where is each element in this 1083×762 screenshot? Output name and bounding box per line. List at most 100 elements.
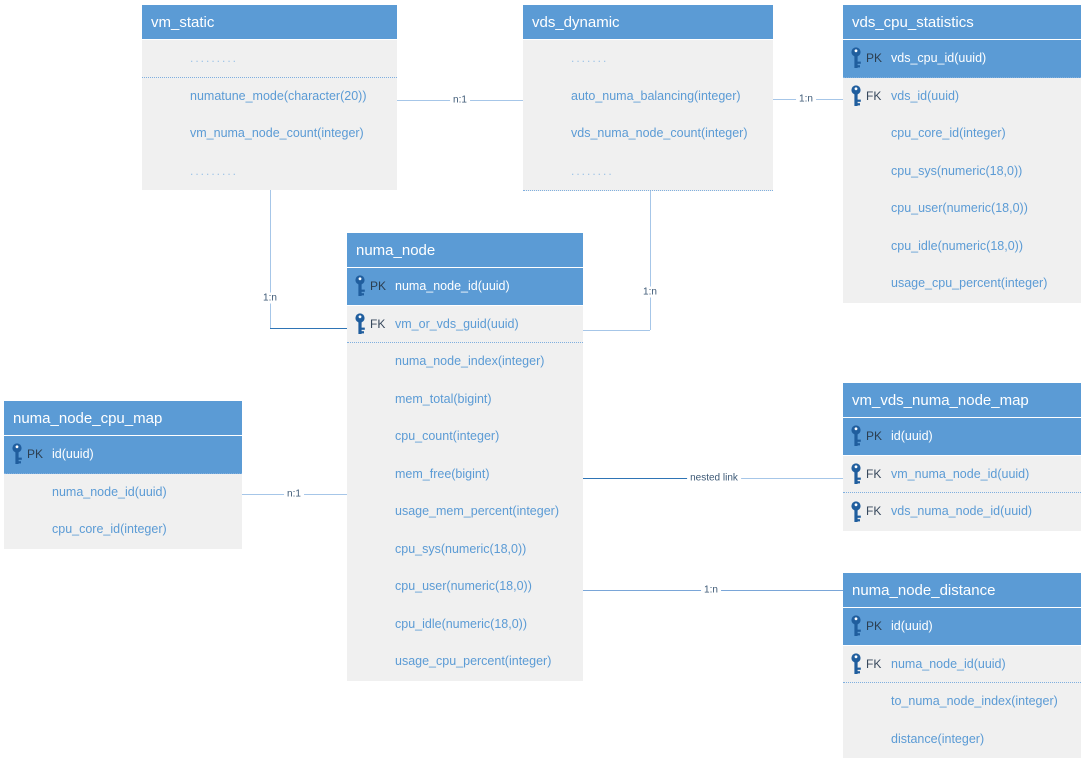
column-text: auto_numa_balancing(integer) <box>571 88 741 103</box>
fk-row: FK vds_numa_node_id(uuid) <box>843 493 1081 531</box>
field-row: cpu_sys(numeric(18,0)) <box>843 153 1081 191</box>
column-text: vds_cpu_id(uuid) <box>891 51 987 65</box>
field-row: distance(integer) <box>843 721 1081 759</box>
column-text: cpu_user(numeric(18,0)) <box>395 579 532 593</box>
relationship-line <box>650 191 651 330</box>
relationship-label: n:1 <box>450 94 470 106</box>
column-text: cpu_idle(numeric(18,0)) <box>891 238 1024 253</box>
table-body: PK id(uuid) FK numa_node_id(uuid) to_numa_no… <box>843 608 1081 758</box>
foreign-key-icon <box>850 501 863 523</box>
column-text: vm_or_vds_guid(uuid) <box>395 316 519 331</box>
pk-row: PK id(uuid) <box>4 436 242 474</box>
column-text: vds_numa_node_count(integer) <box>571 126 748 140</box>
table-header[interactable]: vds_cpu_statistics <box>843 5 1081 40</box>
table-body: ....... auto_numa_balancing(integer) vds_n… <box>523 40 773 191</box>
ellipsis-row: ......... <box>142 40 397 78</box>
field-row: to_numa_node_index(integer) <box>843 683 1081 721</box>
column-text: ......... <box>190 163 239 178</box>
table-vm_static[interactable]: vm_static......... numatune_mode(characte… <box>142 5 397 190</box>
table-body: PK vds_cpu_id(uuid) FK vds_id(uuid) cpu_core… <box>843 40 1081 303</box>
field-row: cpu_count(integer) <box>347 418 583 456</box>
foreign-key-icon <box>354 313 367 335</box>
column-text: cpu_sys(numeric(18,0)) <box>395 541 527 556</box>
key-type-label: FK <box>866 88 882 103</box>
table-header[interactable]: numa_node_cpu_map <box>4 401 242 436</box>
field-row: cpu_user(numeric(18,0)) <box>843 190 1081 228</box>
column-text: numa_node_id(uuid) <box>395 279 510 293</box>
relationship-label: 1:n <box>260 292 280 304</box>
table-title: numa_node <box>356 242 436 259</box>
ellipsis-row: ......... <box>142 153 397 191</box>
relationship-line <box>270 190 271 328</box>
field-row: usage_mem_percent(integer) <box>347 493 583 531</box>
column-text: numa_node_index(integer) <box>395 354 545 368</box>
column-text: numa_node_id(uuid) <box>52 484 167 499</box>
primary-key-icon <box>11 443 24 465</box>
table-header[interactable]: numa_node <box>347 233 583 268</box>
table-title: numa_node_cpu_map <box>13 410 163 427</box>
key-type-label: PK <box>27 447 44 461</box>
field-row: numatune_mode(character(20)) <box>142 78 397 116</box>
key-type-label: FK <box>866 656 882 671</box>
column-text: mem_total(bigint) <box>395 391 492 406</box>
column-text: numa_node_id(uuid) <box>891 656 1006 671</box>
key-type-label: PK <box>370 279 387 293</box>
table-header[interactable]: vds_dynamic <box>523 5 773 40</box>
primary-key-icon <box>850 615 863 637</box>
table-title: vds_cpu_statistics <box>852 14 974 31</box>
table-header[interactable]: numa_node_distance <box>843 573 1081 608</box>
key-type-label: PK <box>866 619 883 633</box>
column-text: vm_numa_node_id(uuid) <box>891 466 1030 481</box>
key-type-label: PK <box>866 51 883 65</box>
column-text: cpu_count(integer) <box>395 429 500 443</box>
relationship-line <box>583 330 650 331</box>
field-row: numa_node_index(integer) <box>347 343 583 381</box>
field-row: cpu_idle(numeric(18,0)) <box>347 606 583 644</box>
pk-row: PK id(uuid) <box>843 608 1081 646</box>
table-title: vds_dynamic <box>532 14 620 31</box>
column-text: distance(integer) <box>891 731 985 746</box>
primary-key-icon <box>850 47 863 69</box>
field-row: cpu_core_id(integer) <box>843 115 1081 153</box>
table-header[interactable]: vm_static <box>142 5 397 40</box>
table-title: vm_vds_numa_node_map <box>852 392 1029 409</box>
primary-key-icon <box>354 275 367 297</box>
column-text: ......... <box>190 51 239 65</box>
key-type-label: PK <box>866 429 883 443</box>
relationship-label: 1:n <box>701 584 721 596</box>
ellipsis-row: ....... <box>523 40 773 78</box>
key-type-label: FK <box>866 504 882 518</box>
column-text: ........ <box>571 163 614 178</box>
foreign-key-icon <box>850 85 863 107</box>
fk-row: FK vds_id(uuid) <box>843 78 1081 116</box>
column-text: vds_id(uuid) <box>891 88 960 103</box>
column-text: id(uuid) <box>52 447 94 461</box>
relationship-label: 1:n <box>640 286 660 298</box>
field-row: cpu_sys(numeric(18,0)) <box>347 531 583 569</box>
column-text: ....... <box>571 51 609 65</box>
column-text: cpu_core_id(integer) <box>891 126 1006 140</box>
foreign-key-icon <box>850 463 863 485</box>
table-vds_dynamic[interactable]: vds_dynamic....... auto_numa_balancing(in… <box>523 5 773 191</box>
column-text: vds_numa_node_id(uuid) <box>891 504 1033 518</box>
pk-row: PK id(uuid) <box>843 418 1081 456</box>
column-text: to_numa_node_index(integer) <box>891 694 1058 708</box>
table-header[interactable]: vm_vds_numa_node_map <box>843 383 1081 418</box>
column-text: id(uuid) <box>891 619 933 633</box>
table-body: PK id(uuid) numa_node_id(uuid) cpu_core_id(… <box>4 436 242 549</box>
column-text: id(uuid) <box>891 429 933 443</box>
relationship-label: 1:n <box>796 93 816 105</box>
field-row: vm_numa_node_count(integer) <box>142 115 397 153</box>
field-row: cpu_core_id(integer) <box>4 511 242 549</box>
pk-row: PK vds_cpu_id(uuid) <box>843 40 1081 78</box>
column-text: mem_free(bigint) <box>395 466 490 481</box>
relationship-label: nested link <box>687 472 741 484</box>
